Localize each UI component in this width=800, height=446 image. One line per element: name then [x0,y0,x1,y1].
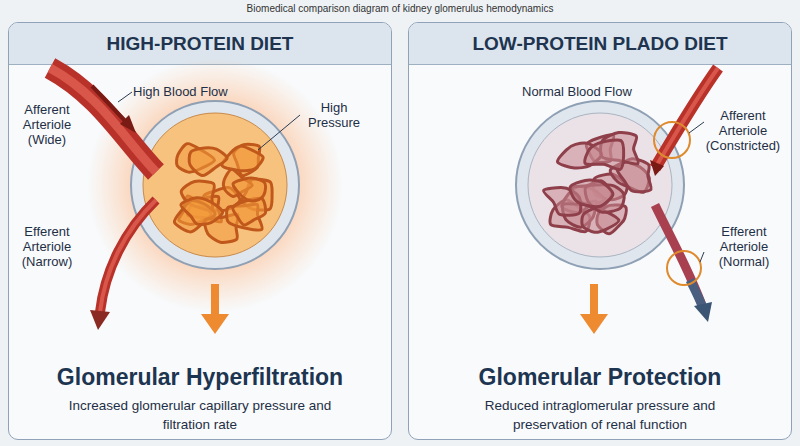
callout-label: Normal Blood Flow [522,84,662,99]
panel-heading: LOW-PROTEIN PLADO DIET [409,23,791,65]
callout-label: High Blood Flow [133,84,263,99]
panel-heading: HIGH-PROTEIN DIET [9,23,391,65]
diagram-title: Biomedical comparison diagram of kidney … [0,3,800,14]
callout-label: High Pressure [298,100,370,130]
callout-label: Efferent Arteriole (Narrow) [10,224,84,269]
callout-label: Afferent Arteriole (Wide) [10,102,84,147]
result-description: Increased glomerular capillary pressure … [65,396,335,434]
callout-label: Afferent Arteriole (Constricted) [698,108,788,153]
result-heading: Glomerular Hyperfiltration [9,364,391,391]
result-description: Reduced intraglomerular pressure and pre… [465,396,735,434]
callout-label: Efferent Arteriole (Normal) [700,224,788,269]
result-heading: Glomerular Protection [409,364,791,391]
